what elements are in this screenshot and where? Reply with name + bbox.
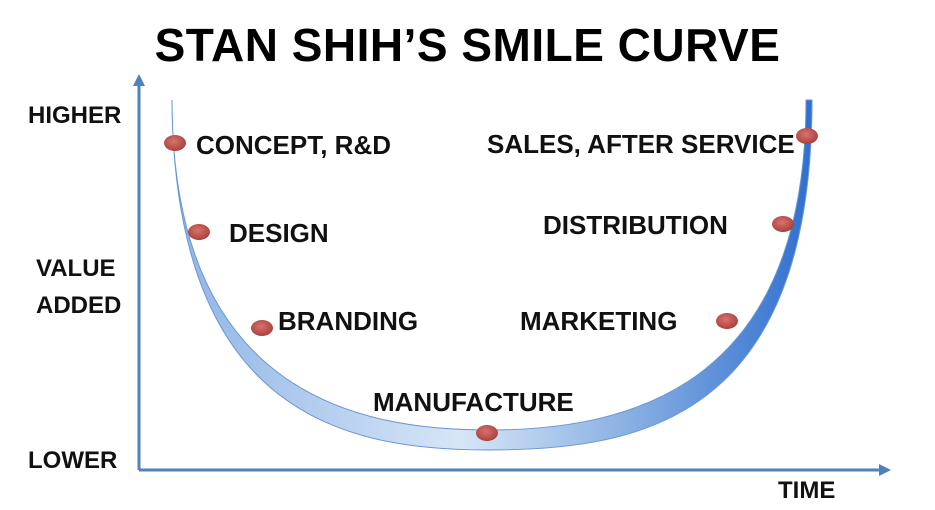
stage-marker-manufacture [476, 425, 498, 441]
stage-marker-design [188, 224, 210, 240]
stage-label-design: DESIGN [229, 218, 329, 248]
stage-marker-concept [164, 135, 186, 151]
stage-marker-distribution [772, 216, 794, 232]
diagram-title: STAN SHIH’S SMILE CURVE [154, 19, 781, 71]
stage-label-manufacture: MANUFACTURE [373, 387, 574, 417]
y-axis-label-value: VALUE [36, 255, 116, 282]
y-axis-label-added: ADDED [36, 292, 121, 319]
y-axis-label-higher: HIGHER [28, 102, 121, 129]
y-axis-label-lower: LOWER [28, 447, 117, 474]
stage-label-distribution: DISTRIBUTION [543, 210, 728, 240]
stage-label-concept: CONCEPT, R&D [196, 130, 391, 160]
stage-marker-marketing [716, 313, 738, 329]
x-axis-label-time: TIME [778, 477, 835, 504]
smile-curve [171, 99, 813, 451]
stage-marker-branding [251, 320, 273, 336]
stage-label-marketing: MARKETING [520, 306, 677, 336]
stage-label-sales: SALES, AFTER SERVICE [487, 129, 795, 159]
stage-marker-sales [796, 128, 818, 144]
stage-label-branding: BRANDING [278, 306, 418, 336]
